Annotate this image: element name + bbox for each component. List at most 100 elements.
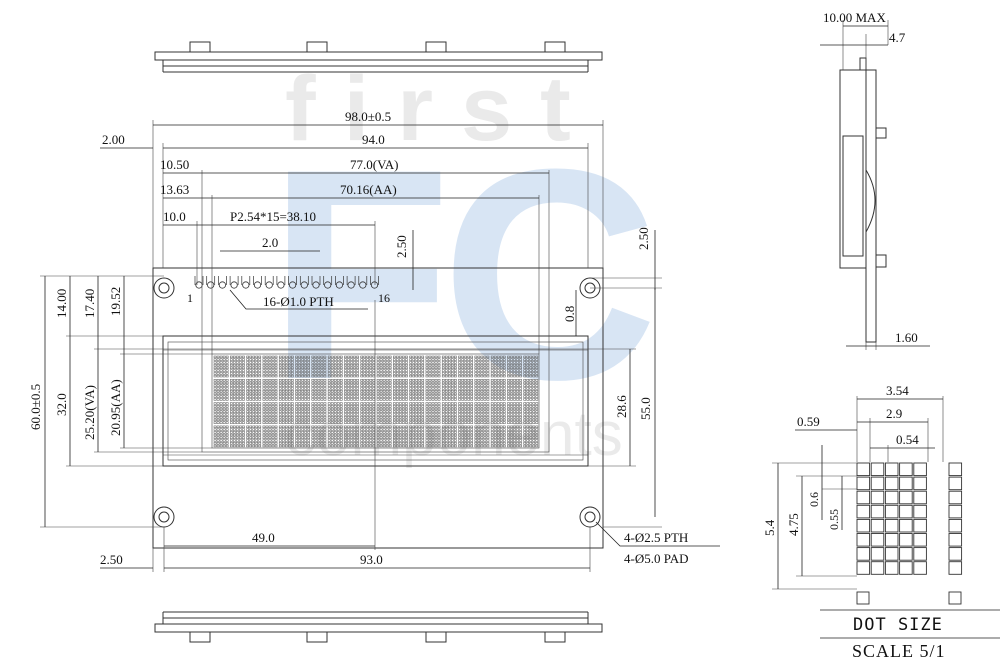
character-cell (458, 379, 473, 401)
character-cell (295, 425, 310, 448)
dim-va-left: 10.50 (160, 157, 189, 172)
watermark-word: first (285, 58, 599, 160)
dim-right-28: 28.6 (614, 395, 629, 418)
front-view: 1 16 16-Ø1.0 PTH (152, 267, 604, 549)
dot-next-char (948, 476, 963, 491)
character-cell (246, 425, 262, 448)
watermark-letters: FC (268, 106, 652, 442)
dim-va-width: 77.0(VA) (350, 157, 399, 172)
dot (856, 547, 871, 561)
dot (913, 561, 927, 575)
dim-char-height: 5.4 (762, 519, 777, 536)
character-grid (213, 355, 539, 448)
pin-first-label: 1 (187, 291, 193, 305)
viewing-area (201, 348, 550, 453)
dot (899, 547, 913, 561)
dim-aa-width: 70.16(AA) (340, 182, 397, 197)
character-cell (425, 379, 441, 401)
character-cell (393, 402, 408, 424)
dot (870, 533, 885, 547)
dim-top-17: 17.40 (82, 289, 97, 318)
dim-bottom-left: 2.50 (100, 552, 123, 567)
pin-hole-label: 16-Ø1.0 PTH (263, 294, 334, 309)
dot (913, 547, 927, 561)
character-cell (213, 379, 229, 401)
character-cell (360, 355, 376, 378)
character-cell (295, 402, 310, 424)
dot (884, 518, 899, 533)
dot (913, 490, 927, 505)
mounting-hole-bottom-left (153, 506, 175, 528)
dim-dots-width: 2.9 (886, 406, 902, 421)
character-cell (474, 402, 490, 424)
character-cell (344, 402, 359, 424)
dim-pcb-thickness: 1.60 (895, 330, 918, 345)
character-cell (262, 425, 278, 448)
pcb-outline (152, 267, 604, 549)
character-cell (409, 379, 425, 401)
character-cell (393, 379, 408, 401)
character-cell (213, 402, 229, 424)
character-cell (230, 379, 245, 401)
character-cell (213, 425, 229, 448)
character-cell (393, 425, 408, 448)
character-cell (409, 402, 425, 424)
front-vertical-dimensions-left: 60.0±0.5 14.00 32.0 17.40 25.20(VA) 19.5… (28, 275, 212, 528)
dot (884, 490, 899, 505)
character-cell (327, 355, 343, 378)
dim-left-margin: 2.00 (102, 132, 125, 147)
character-cell (295, 379, 310, 401)
pin-header (194, 276, 379, 289)
character-cell (278, 379, 294, 401)
mounting-hole-bottom-right (579, 506, 601, 528)
pin-pad (229, 276, 239, 289)
pin-pad (218, 276, 227, 289)
dot-next-char (948, 533, 963, 547)
character-cell (425, 425, 441, 448)
character-cell (262, 402, 278, 424)
dim-pitch-sub: 2.0 (262, 235, 278, 250)
dim-pad-gap: 0.8 (562, 306, 577, 322)
dot (870, 490, 885, 505)
dim-aa-left: 13.63 (160, 182, 189, 197)
character-cell (458, 355, 473, 378)
character-cell (230, 425, 245, 448)
dim-pin-offset-right: 2.50 (636, 227, 651, 250)
dot (899, 533, 913, 547)
dim-pin-offset-left: 2.50 (394, 235, 409, 258)
dim-bottom-93: 93.0 (360, 552, 383, 567)
dot-next-char (948, 518, 963, 533)
pin-pad (311, 276, 321, 289)
dim-thickness: 4.7 (889, 30, 906, 45)
dim-dots-height: 4.75 (786, 513, 801, 536)
dot (856, 462, 871, 477)
character-cell (262, 355, 278, 378)
character-cell (425, 355, 441, 378)
dim-top-14: 14.00 (54, 289, 69, 318)
dot (870, 561, 885, 575)
dot (856, 476, 871, 491)
dot-sample (948, 591, 962, 605)
character-cell (311, 402, 327, 424)
character-cell (507, 355, 522, 378)
character-cell (344, 379, 359, 401)
character-cell (376, 402, 392, 424)
pin-pad (276, 276, 286, 289)
dot (913, 462, 927, 477)
dim-overall-width: 98.0±0.5 (345, 109, 391, 124)
dot (884, 504, 899, 519)
bottom-edge-view (154, 611, 603, 643)
dot (884, 533, 899, 547)
dot-next-char (948, 504, 963, 519)
character-cell (278, 402, 294, 424)
dim-max-thickness: 10.00 MAX (823, 10, 886, 25)
dot-sample (856, 591, 870, 605)
character-cell (311, 379, 327, 401)
mounting-hole-top-left (153, 277, 175, 299)
bezel-outline (162, 335, 589, 467)
dot-next-char (948, 490, 963, 505)
dim-top-19: 19.52 (108, 287, 123, 316)
character-cell (507, 425, 522, 448)
dot (870, 504, 885, 519)
dim-dot-pitch: 0.6 (807, 492, 821, 507)
